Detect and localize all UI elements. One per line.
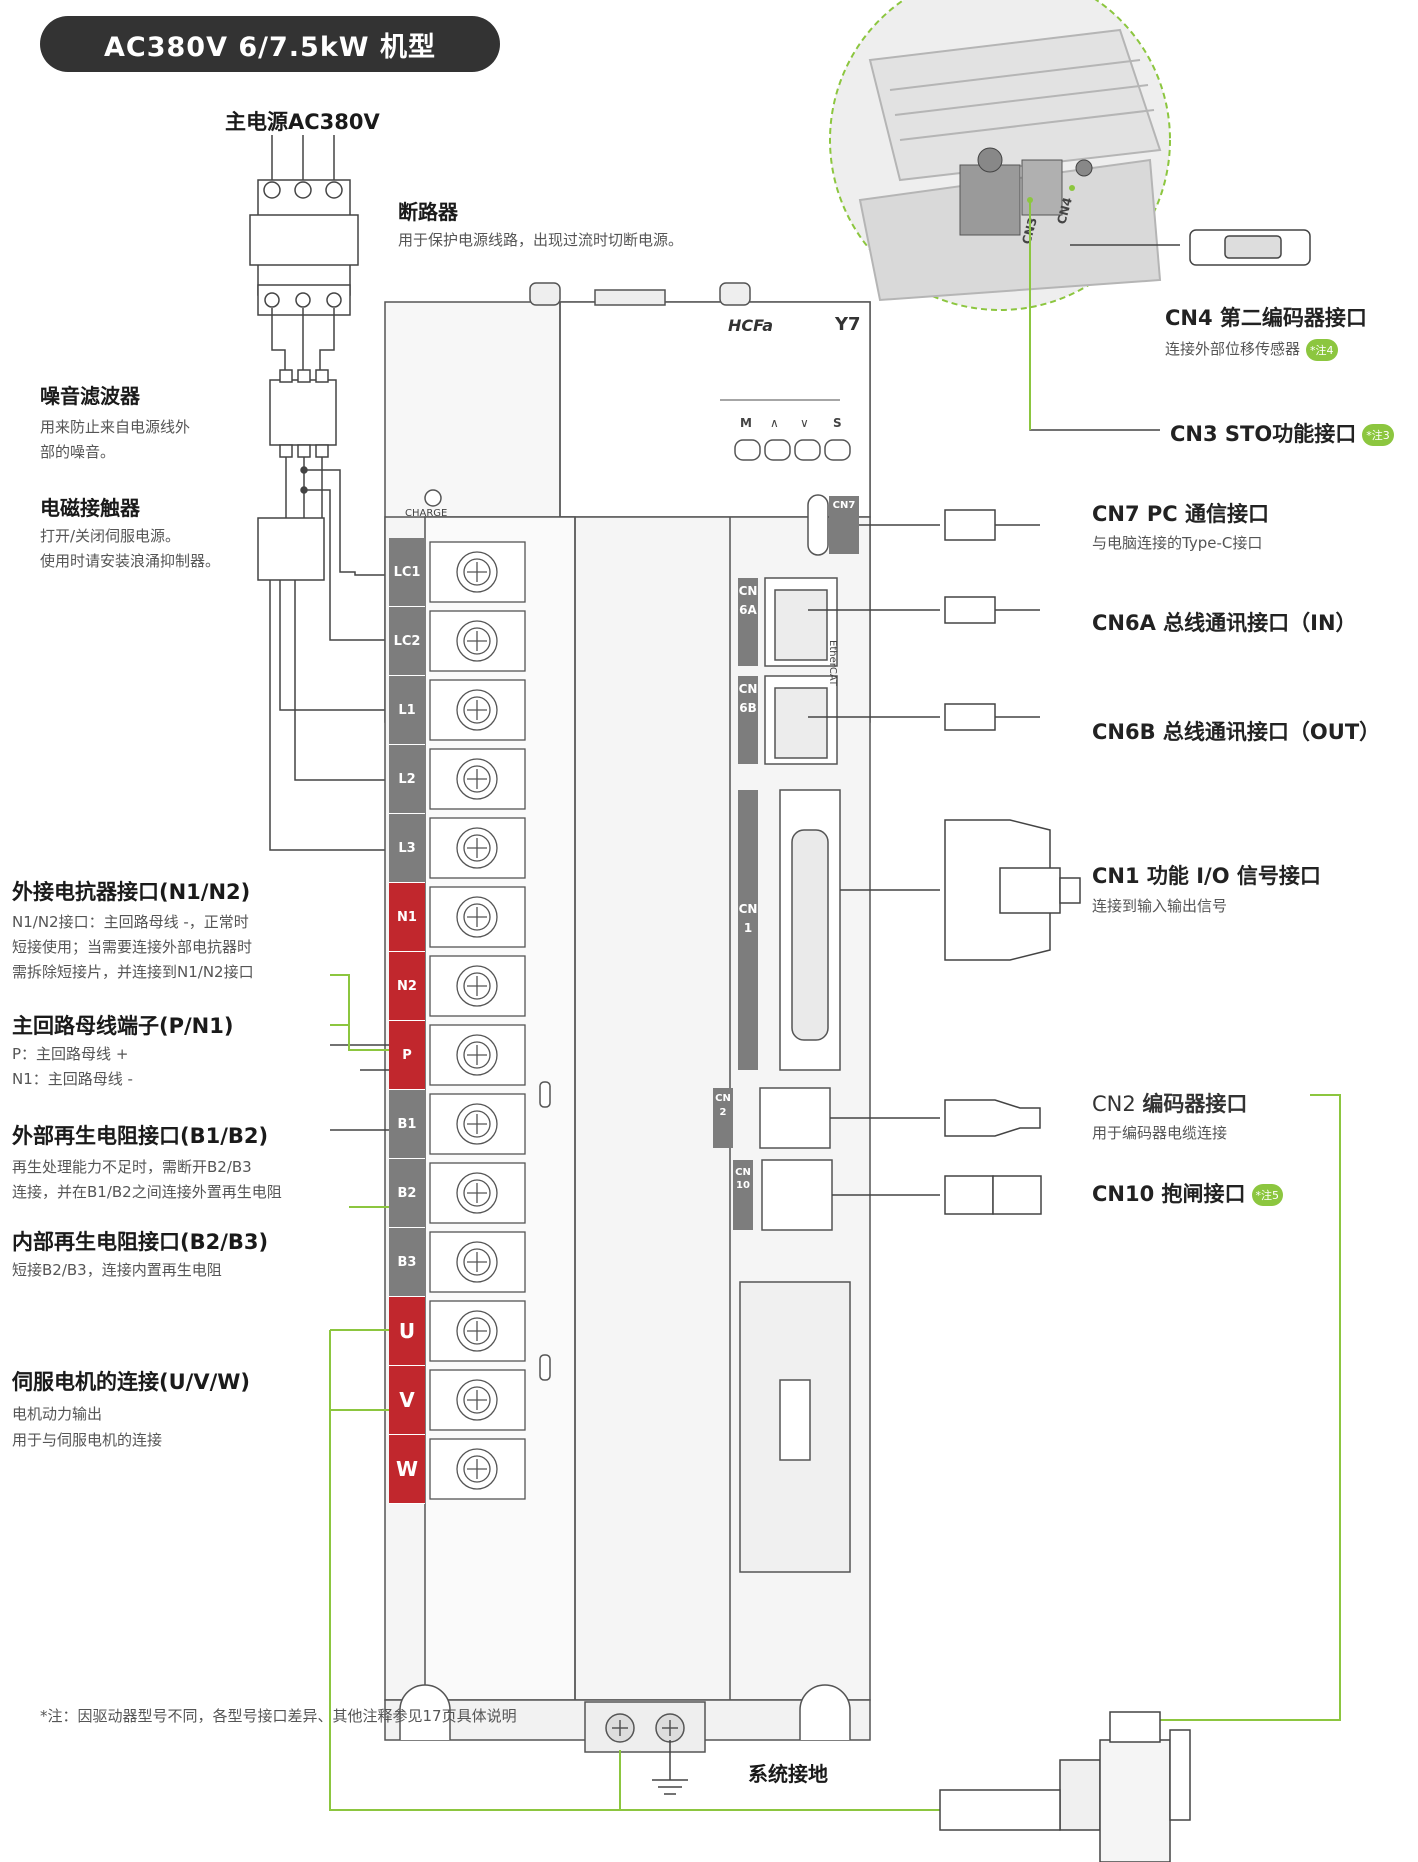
terminal-b2: B2 bbox=[389, 1159, 425, 1228]
terminal-b1: B1 bbox=[389, 1090, 425, 1159]
cn1-desc: 连接到输入输出信号 bbox=[1092, 897, 1228, 915]
terminal-lc1: LC1 bbox=[389, 538, 425, 607]
cn7-desc: 与电脑连接的Type-C接口 bbox=[1092, 534, 1263, 552]
cn7-title: CN7 PC 通信接口 bbox=[1092, 502, 1270, 526]
ground-icon bbox=[652, 1740, 688, 1795]
cn1-title: CN1 功能 I/O 信号接口 bbox=[1092, 864, 1321, 888]
int-regen-title: 内部再生电阻接口(B2/B3) bbox=[12, 1230, 269, 1254]
key-up: ∧ bbox=[770, 416, 779, 430]
terminal-u: U bbox=[389, 1297, 425, 1366]
int-regen-desc-1: 短接B2/B3，连接内置再生电阻 bbox=[12, 1261, 222, 1279]
reactor-desc-1: N1/N2接口：主回路母线 -，正常时 bbox=[12, 913, 249, 931]
cn10-title: CN10 抱闸接口 bbox=[1092, 1182, 1246, 1206]
cn10-note-badge: *注5 bbox=[1251, 1184, 1284, 1206]
bus-desc-1: P：主回路母线 + bbox=[12, 1045, 129, 1063]
cn2-title-bold: 编码器接口 bbox=[1142, 1092, 1248, 1116]
ground-label: 系统接地 bbox=[748, 1762, 828, 1786]
reactor-desc-3: 需拆除短接片，并连接到N1/N2接口 bbox=[12, 963, 254, 981]
key-s: S bbox=[833, 416, 842, 430]
page-title: AC380V 6/7.5kW 机型 bbox=[104, 31, 436, 63]
cn6a-port-label: CN6A bbox=[738, 584, 758, 617]
contactor-graphic bbox=[257, 517, 325, 581]
terminal-l1: L1 bbox=[389, 676, 425, 745]
cn4-desc-wrap: 连接外部位移传感器 *注4 bbox=[1165, 338, 1338, 361]
bus-desc-2: N1：主回路母线 - bbox=[12, 1070, 133, 1088]
cn2-title-wrap: CN2 编码器接口 bbox=[1092, 1088, 1247, 1118]
ext-regen-desc-1: 再生处理能力不足时，需断开B2/B3 bbox=[12, 1158, 252, 1176]
cn6b-title: CN6B 总线通讯接口（OUT） bbox=[1092, 720, 1381, 744]
cn3-note-badge: *注3 bbox=[1362, 424, 1394, 446]
ext-regen-title: 外部再生电阻接口(B1/B2) bbox=[12, 1124, 269, 1148]
cn4-note-badge: *注4 bbox=[1306, 338, 1338, 361]
ports bbox=[539, 494, 859, 1573]
terminal-w: W bbox=[389, 1435, 425, 1504]
breaker-graphic bbox=[249, 135, 359, 370]
terminal-l2: L2 bbox=[389, 745, 425, 814]
reactor-title: 外接电抗器接口(N1/N2) bbox=[12, 880, 251, 904]
terminal-b3: B3 bbox=[389, 1228, 425, 1297]
cn6b-port-label: CN6B bbox=[738, 682, 758, 715]
key-m: M bbox=[740, 416, 752, 430]
cn3-title: CN3 STO功能接口 bbox=[1170, 422, 1357, 446]
ext-regen-desc-2: 连接，并在B1/B2之间连接外置再生电阻 bbox=[12, 1183, 282, 1201]
zoom-detail-circle: CN3 CN4 bbox=[829, 0, 1171, 311]
main-power-label: 主电源AC380V bbox=[225, 110, 380, 134]
cn6a-title: CN6A 总线通讯接口（IN） bbox=[1092, 611, 1357, 635]
noise-filter-desc-1: 用来防止来自电源线外 bbox=[40, 418, 191, 436]
cn4-desc: 连接外部位移传感器 bbox=[1165, 340, 1301, 358]
cn10-port-label: CN10 bbox=[735, 1167, 751, 1191]
zoom-cn4-label: CN4 bbox=[1054, 196, 1075, 226]
charge-label: CHARGE bbox=[405, 508, 448, 519]
motor-title: 伺服电机的连接(U/V/W) bbox=[12, 1370, 251, 1394]
contactor-title: 电磁接触器 bbox=[40, 496, 140, 520]
contactor-desc-2: 使用时请安装浪涌抑制器。 bbox=[40, 552, 221, 570]
cn7-port-label: CN7 bbox=[832, 500, 856, 511]
terminal-l3: L3 bbox=[389, 814, 425, 883]
terminal-n2: N2 bbox=[389, 952, 425, 1021]
terminal-p: P bbox=[389, 1021, 425, 1090]
footnote: *注：因驱动器型号不同，各型号接口差异、其他注释参见17页具体说明 bbox=[40, 1707, 517, 1725]
key-down: ∨ bbox=[800, 416, 809, 430]
terminal-v: V bbox=[389, 1366, 425, 1435]
breaker-title: 断路器 bbox=[398, 200, 458, 224]
noise-filter-graphic bbox=[269, 369, 337, 530]
ethercat-logo: EtherCAT bbox=[827, 640, 838, 686]
servo-motor-graphic bbox=[939, 1711, 1191, 1862]
cn1-port-label: CN1 bbox=[738, 902, 758, 935]
port-label-strips bbox=[713, 578, 758, 1230]
reactor-desc-2: 短接使用；当需要连接外部电抗器时 bbox=[12, 938, 253, 956]
motor-desc-1: 电机动力输出 bbox=[12, 1405, 103, 1423]
model-label: Y7 bbox=[835, 314, 861, 335]
cn2-title-prefix: CN2 bbox=[1092, 1092, 1136, 1116]
noise-filter-desc-2: 部的噪音。 bbox=[40, 443, 116, 461]
motor-desc-2: 用于与伺服电机的连接 bbox=[12, 1431, 163, 1449]
breaker-desc: 用于保护电源线路，出现过流时切断电源。 bbox=[398, 231, 684, 249]
terminal-block bbox=[429, 541, 526, 1500]
contactor-desc-1: 打开/关闭伺服电源。 bbox=[40, 527, 181, 545]
terminal-n1: N1 bbox=[389, 883, 425, 952]
cn3-title-wrap: CN3 STO功能接口*注3 bbox=[1170, 418, 1394, 448]
power-wires bbox=[269, 466, 389, 851]
cn4-title: CN4 第二编码器接口 bbox=[1165, 306, 1367, 330]
brand-logo: HCFa bbox=[728, 316, 774, 335]
bus-title: 主回路母线端子(P/N1) bbox=[12, 1014, 234, 1038]
cn2-desc: 用于编码器电缆连接 bbox=[1092, 1124, 1228, 1142]
cn2-port-label: CN2 bbox=[715, 1093, 731, 1118]
terminal-lc2: LC2 bbox=[389, 607, 425, 676]
cable-plugs bbox=[944, 229, 1311, 1215]
page-title-pill: AC380V 6/7.5kW 机型 bbox=[40, 16, 500, 72]
cn10-title-wrap: CN10 抱闸接口*注5 bbox=[1092, 1178, 1284, 1208]
noise-filter-title: 噪音滤波器 bbox=[40, 384, 140, 408]
